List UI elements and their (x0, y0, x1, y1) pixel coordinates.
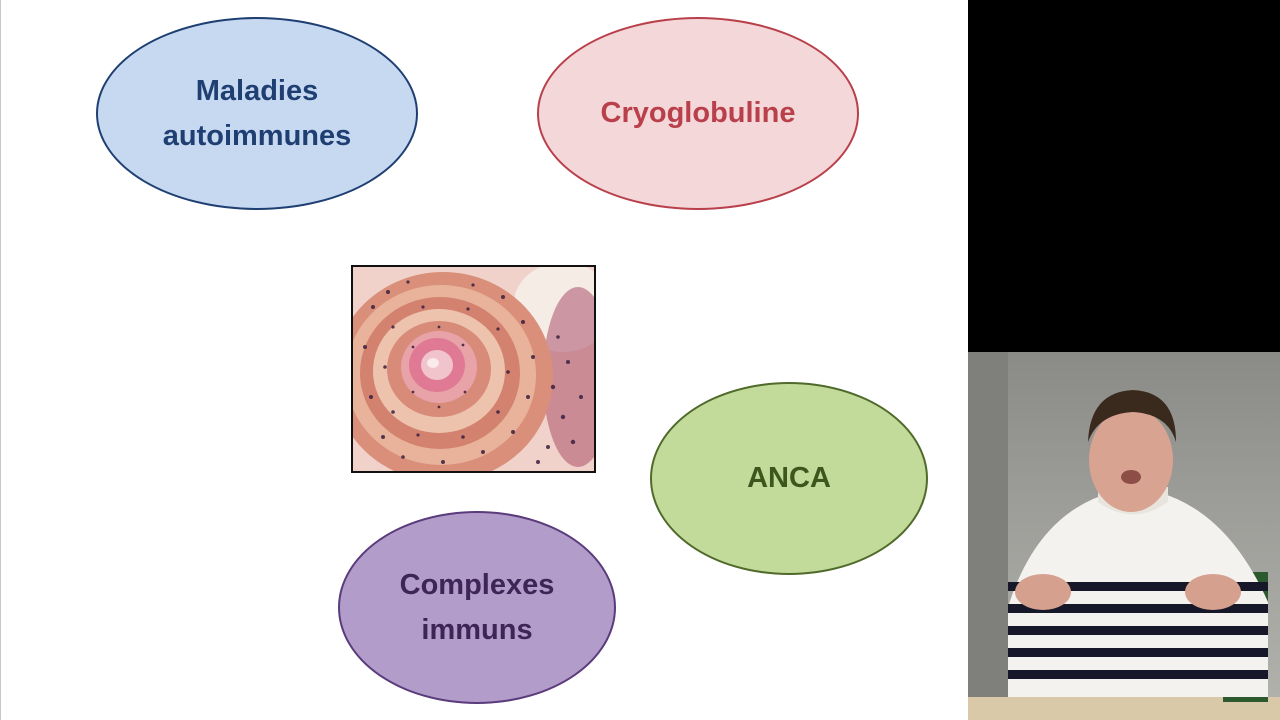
bubble-complexes-line2: immuns (421, 613, 533, 646)
nuclei-pattern (363, 280, 583, 464)
bubble-autoimmune-line1: Maladies (195, 74, 319, 107)
histology-micrograph (353, 267, 594, 471)
bubble-anca: ANCA (650, 382, 928, 575)
presentation-slide: Maladies autoimmunes Cryoglobuline (0, 0, 968, 720)
histology-image (351, 265, 596, 473)
bubble-cryoglobuline: Cryoglobuline (537, 17, 859, 210)
speaker-video-frame (968, 352, 1280, 720)
bubble-maladies-autoimmunes: Maladies autoimmunes (96, 17, 418, 210)
bubble-complexes-line1: Complexes (399, 568, 555, 601)
speaker-video-panel (968, 0, 1280, 720)
slide-border (0, 0, 1, 720)
bubble-anca-label: ANCA (747, 462, 831, 494)
bubble-cryoglobuline-label: Cryoglobuline (600, 97, 796, 129)
speaker-figure (968, 352, 1280, 720)
bubble-autoimmune-line2: autoimmunes (162, 119, 352, 152)
bubble-complexes-immuns: Complexes immuns (338, 511, 616, 704)
